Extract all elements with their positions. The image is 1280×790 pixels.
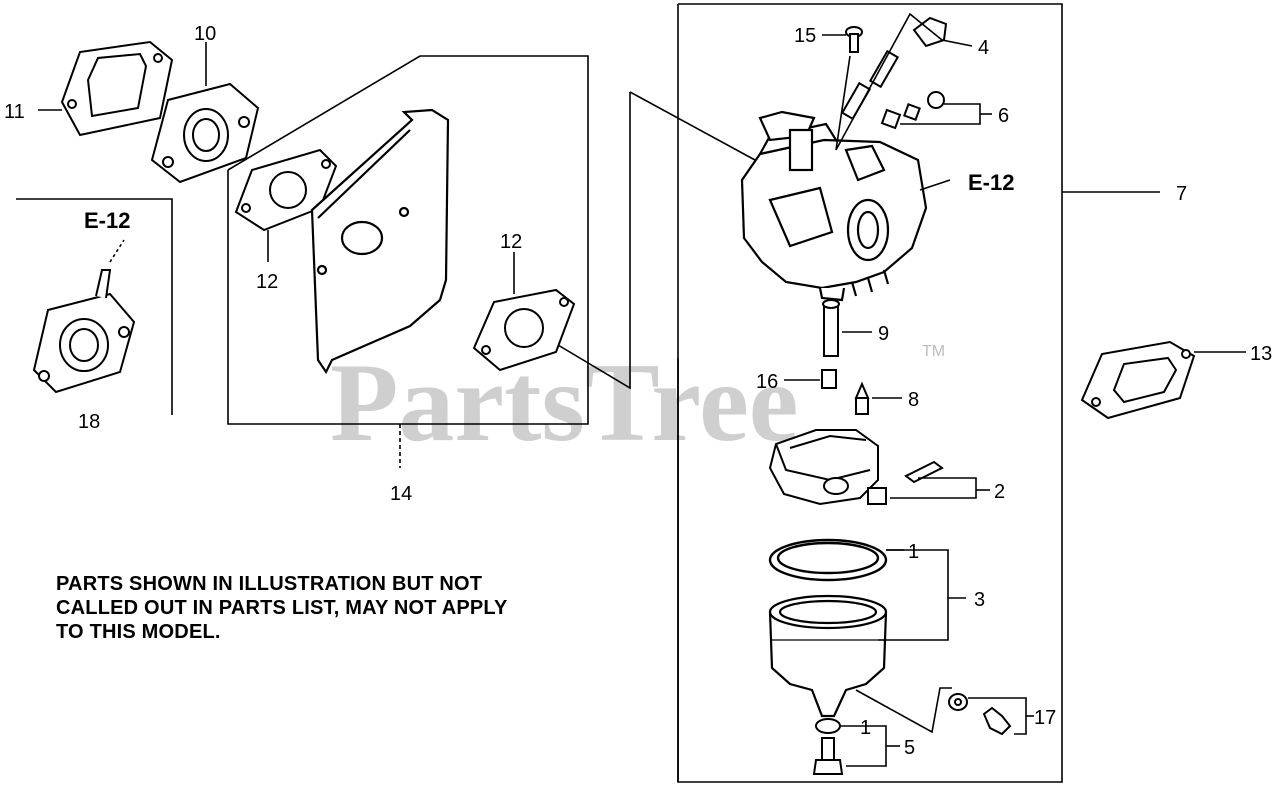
part-heat-shield-plate	[310, 108, 450, 375]
callout-1-upper: 1	[908, 541, 919, 563]
callout-18: 18	[78, 411, 100, 433]
part-oring-1	[768, 538, 888, 582]
leader-frame-link-top	[629, 91, 756, 161]
part-screw-15	[845, 26, 863, 53]
callout-4: 4	[978, 37, 989, 59]
leader-1-3-bracket	[878, 549, 949, 641]
leader-18-ref	[109, 239, 125, 263]
part-insulator-18	[32, 269, 136, 394]
callout-16: 16	[756, 371, 778, 393]
parts-note: PARTS SHOWN IN ILLUSTRATION BUT NOT CALL…	[56, 572, 616, 644]
callout-1-lower: 1	[860, 717, 871, 739]
callout-2: 2	[994, 481, 1005, 503]
note-line-2: CALLED OUT IN PARTS LIST, MAY NOT APPLY	[56, 597, 508, 619]
part-gasket-13	[1080, 340, 1196, 420]
callout-12-left: 12	[256, 271, 278, 293]
part-gasket-12-right	[472, 288, 576, 372]
part-needle-8	[854, 381, 870, 415]
leader-frame-link-mid	[557, 92, 631, 390]
part-jet-16	[821, 369, 837, 389]
callout-15: 15	[794, 25, 816, 47]
callout-7: 7	[1176, 183, 1187, 205]
watermark-trademark: TM	[922, 343, 945, 360]
part-screws-top	[840, 49, 945, 130]
callout-10: 10	[194, 23, 216, 45]
note-line-1: PARTS SHOWN IN ILLUSTRATION BUT NOT	[56, 573, 483, 595]
part-bolt-5	[812, 718, 844, 775]
bracket-18	[16, 198, 173, 415]
part-nozzle-9	[822, 299, 840, 357]
part-pin-2	[904, 460, 944, 484]
leader-15-down	[835, 55, 851, 151]
part-drain-17	[948, 693, 1012, 736]
callout-13: 13	[1250, 343, 1272, 365]
callout-9: 9	[878, 323, 889, 345]
callout-6: 6	[998, 105, 1009, 127]
part-cap-4	[912, 16, 948, 48]
leader-4	[835, 12, 973, 151]
leader-bowl-17	[855, 687, 952, 734]
part-carburetor-body	[740, 110, 928, 302]
leader-2	[890, 477, 977, 499]
callout-8: 8	[908, 389, 919, 411]
callout-3: 3	[974, 589, 985, 611]
callout-12-right: 12	[500, 231, 522, 253]
part-gasket-11	[60, 40, 174, 137]
part-float-bowl-3	[768, 594, 888, 718]
leader-e12-right	[919, 179, 951, 191]
part-float	[768, 429, 887, 506]
callout-5: 5	[904, 737, 915, 759]
callout-17: 17	[1034, 707, 1056, 729]
note-line-3: TO THIS MODEL.	[56, 621, 221, 643]
callout-14: 14	[390, 483, 412, 505]
part-insulator-10	[150, 82, 260, 184]
reference-e12-left: E-12	[84, 208, 130, 233]
watermark-text: PartsTree	[330, 341, 799, 465]
callout-11: 11	[4, 101, 25, 123]
frame-insulator-group	[227, 55, 589, 425]
reference-e12-right: E-12	[968, 170, 1014, 195]
